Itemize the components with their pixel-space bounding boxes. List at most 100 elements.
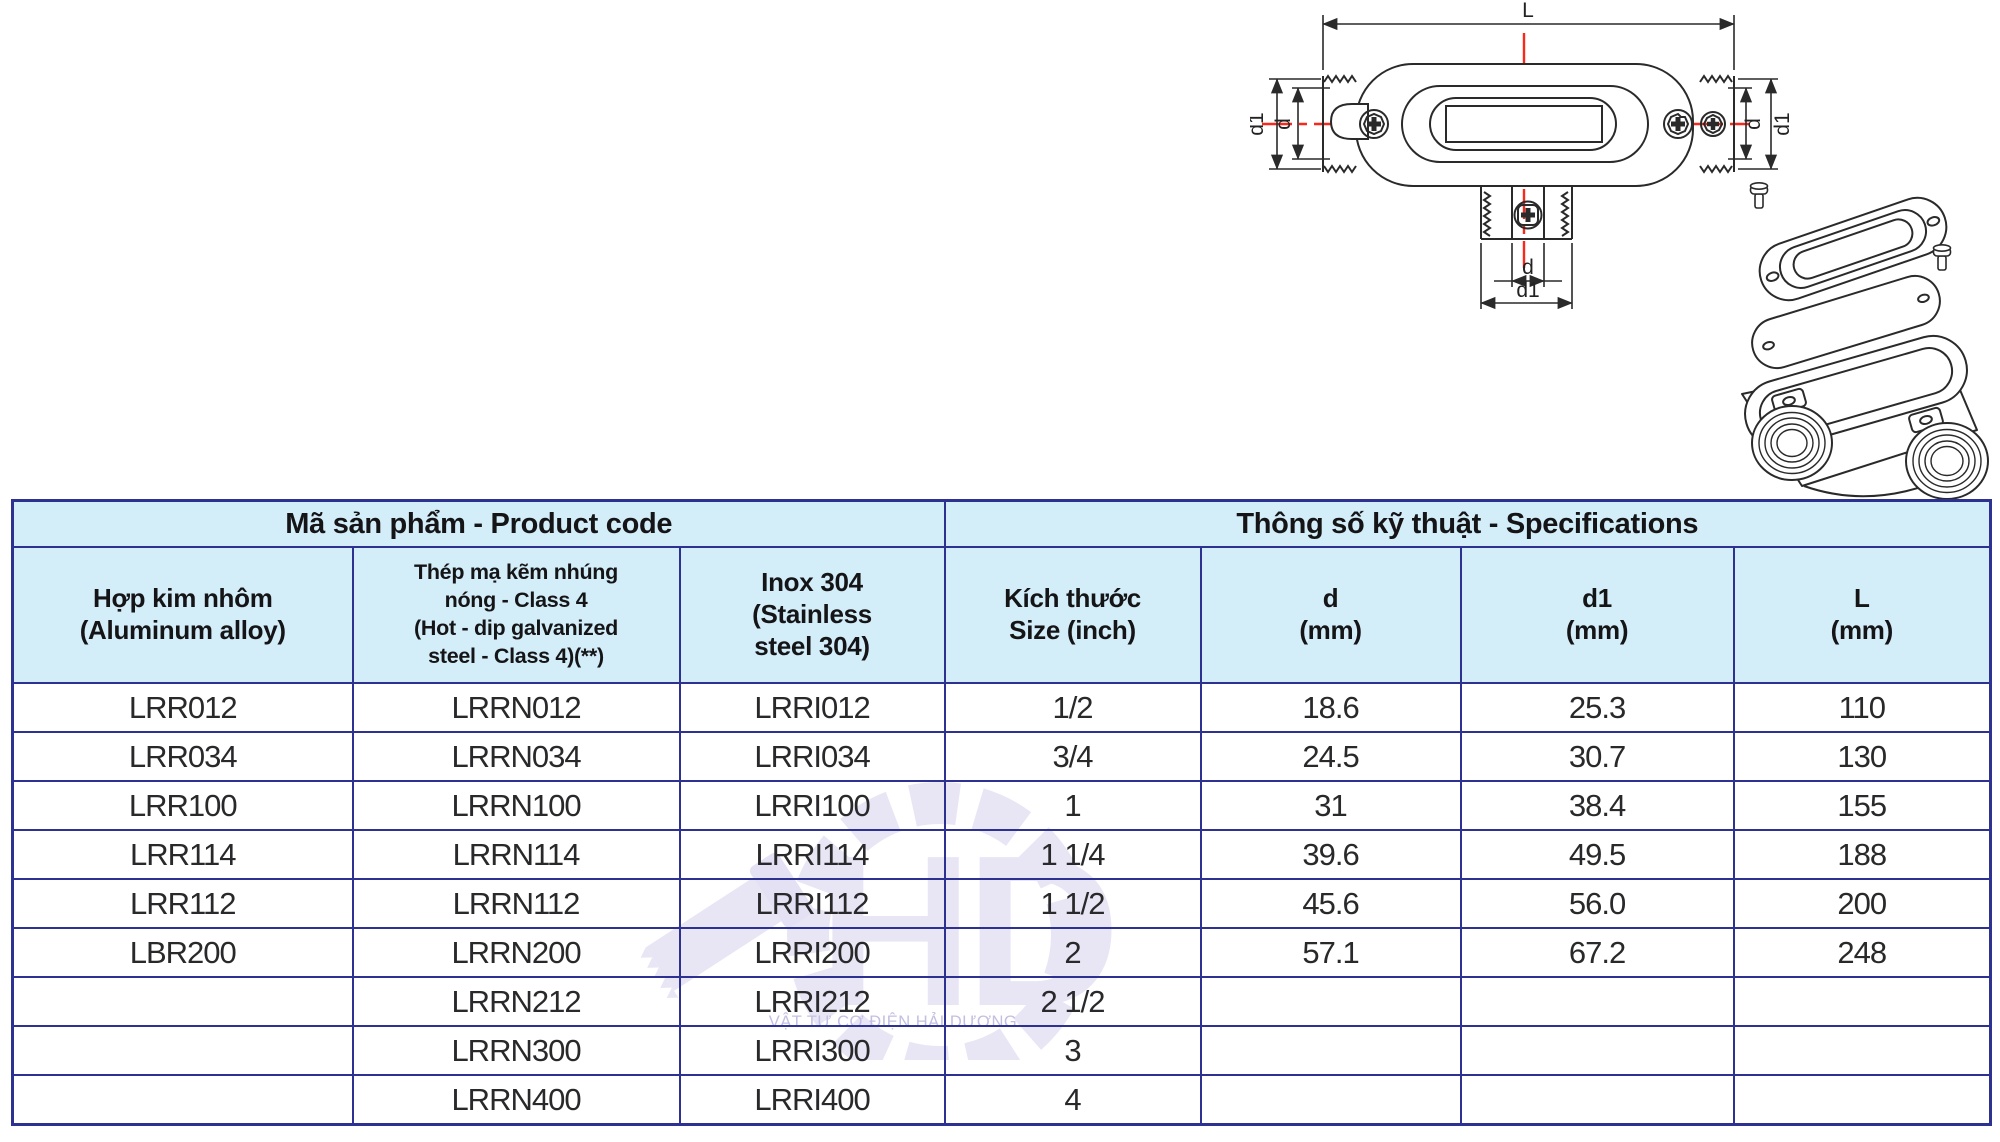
dim-label-d1-bottom: d1 [1516, 279, 1539, 302]
dimension-d1-bottom [1480, 243, 1573, 310]
table-row: LRR112 LRRN112 LRRI112 1 1/2 45.6 56.0 2… [11, 878, 1992, 929]
table-cell: 56.0 [1459, 878, 1735, 929]
table-cell [1459, 1025, 1735, 1076]
table-cell: LRRI012 [678, 682, 946, 733]
table-cell: 2 1/2 [943, 976, 1202, 1027]
table-cell: LRRN212 [351, 976, 681, 1027]
table-cell: LRRN100 [351, 780, 681, 831]
table-cell: 57.1 [1199, 927, 1462, 978]
table-row: LRR114 LRRN114 LRRI114 1 1/4 39.6 49.5 1… [11, 829, 1992, 880]
table-cell [1459, 976, 1735, 1027]
threaded-hub [1905, 422, 1989, 500]
dimension-d-right [1728, 87, 1753, 160]
table-cell: LRRI300 [678, 1025, 946, 1076]
table-column-header-row: Hợp kim nhôm (Aluminum alloy) Thép mạ kẽ… [11, 546, 1992, 684]
table-cell: LRRI114 [678, 829, 946, 880]
table-cell: 49.5 [1459, 829, 1735, 880]
group-header-product-code: Mã sản phẩm - Product code [11, 499, 946, 548]
dimension-d1-right [1738, 78, 1778, 170]
table-cell: 24.5 [1199, 731, 1462, 782]
table-cell: LRRN300 [351, 1025, 681, 1076]
technical-drawing: L d1 d d d1 d d1 [1250, 0, 1989, 500]
table-cell [1199, 1025, 1462, 1076]
table-cell: LRRI200 [678, 927, 946, 978]
table-cell: LRR114 [11, 829, 354, 880]
table-cell: 200 [1732, 878, 1992, 929]
dim-label-L: L [1522, 0, 1534, 22]
dim-label-d1-right: d1 [1771, 112, 1794, 135]
table-cell: 31 [1199, 780, 1462, 831]
table-cell: LRR100 [11, 780, 354, 831]
table-cell [1459, 1074, 1735, 1126]
table-cell: LRRI112 [678, 878, 946, 929]
table-row: LRRN300 LRRI300 3 [11, 1025, 1992, 1076]
table-cell: 3 [943, 1025, 1202, 1076]
conduit-body [1741, 334, 1989, 500]
table-row: LRR100 LRRN100 LRRI100 1 31 38.4 155 [11, 780, 1992, 831]
top-view-2d: L d1 d d d1 d d1 [1250, 0, 1794, 310]
table-cell: LRR112 [11, 878, 354, 929]
dim-label-d1-left: d1 [1250, 112, 1268, 135]
table-cell: 45.6 [1199, 878, 1462, 929]
table-cell: 25.3 [1459, 682, 1735, 733]
table-cell [1732, 1074, 1992, 1126]
table-row: LRRN400 LRRI400 4 [11, 1074, 1992, 1126]
group-header-specifications: Thông số kỹ thuật - Specifications [943, 499, 1992, 548]
table-cell: 2 [943, 927, 1202, 978]
table-cell: LBR200 [11, 927, 354, 978]
table-cell: LRRN200 [351, 927, 681, 978]
table-row: LRRN212 LRRI212 2 1/2 [11, 976, 1992, 1027]
table-cell: 38.4 [1459, 780, 1735, 831]
dimension-d1-left [1269, 78, 1321, 170]
table-cell: 67.2 [1459, 927, 1735, 978]
table-cell: 110 [1732, 682, 1992, 733]
gasket [1751, 274, 1941, 370]
table-cell: 1 1/4 [943, 829, 1202, 880]
table-cell [1732, 1025, 1992, 1076]
col-header-d: d (mm) [1199, 546, 1462, 684]
table-cell: LRR034 [11, 731, 354, 782]
table-cell: LRRI034 [678, 731, 946, 782]
dim-label-d-left: d [1272, 118, 1295, 130]
table-cell: LRRN114 [351, 829, 681, 880]
screw-icon [1359, 109, 1389, 139]
table-cell: 3/4 [943, 731, 1202, 782]
table-cell: 30.7 [1459, 731, 1735, 782]
table-cell: 155 [1732, 780, 1992, 831]
table-row: LRR012 LRRN012 LRRI012 1/2 18.6 25.3 110 [11, 682, 1992, 733]
col-header-stainless-steel: Inox 304 (Stainless steel 304) [678, 546, 946, 684]
table-cell [1199, 976, 1462, 1027]
screw-icon [1749, 182, 1769, 209]
col-header-galvanized-steel: Thép mạ kẽm nhúng nóng - Class 4 (Hot - … [351, 546, 681, 684]
dim-label-d-right: d [1742, 118, 1765, 130]
table-cell: 1 1/2 [943, 878, 1202, 929]
table-cell: 188 [1732, 829, 1992, 880]
screw-icon [1513, 200, 1543, 230]
spec-table: Mã sản phẩm - Product code Thông số kỹ t… [11, 499, 1993, 1126]
col-header-aluminum-alloy: Hợp kim nhôm (Aluminum alloy) [11, 546, 354, 684]
dimension-d-left [1291, 87, 1330, 160]
table-cell: LRRN012 [351, 682, 681, 733]
screw-icon [1700, 111, 1726, 137]
table-cell: LRRI400 [678, 1074, 946, 1126]
screw-icon [1663, 109, 1693, 139]
table-cell: LRRI212 [678, 976, 946, 1027]
table-cell: LRRN400 [351, 1074, 681, 1126]
col-header-size: Kích thước Size (inch) [943, 546, 1202, 684]
table-cell: 130 [1732, 731, 1992, 782]
table-cell [1199, 1074, 1462, 1126]
table-cell [11, 976, 354, 1027]
dimension-d-bottom [1494, 243, 1562, 288]
table-cell: 1/2 [943, 682, 1202, 733]
cover-plate [1758, 196, 1948, 302]
screw-icon [1932, 244, 1952, 271]
table-cell [11, 1074, 354, 1126]
dim-label-d-bottom: d [1522, 256, 1534, 279]
table-cell: 248 [1732, 927, 1992, 978]
table-row: LBR200 LRRN200 LRRI200 2 57.1 67.2 248 [11, 927, 1992, 978]
table-cell: LRRN034 [351, 731, 681, 782]
table-cell: 39.6 [1199, 829, 1462, 880]
table-group-header-row: Mã sản phẩm - Product code Thông số kỹ t… [11, 499, 1992, 548]
table-cell: 18.6 [1199, 682, 1462, 733]
